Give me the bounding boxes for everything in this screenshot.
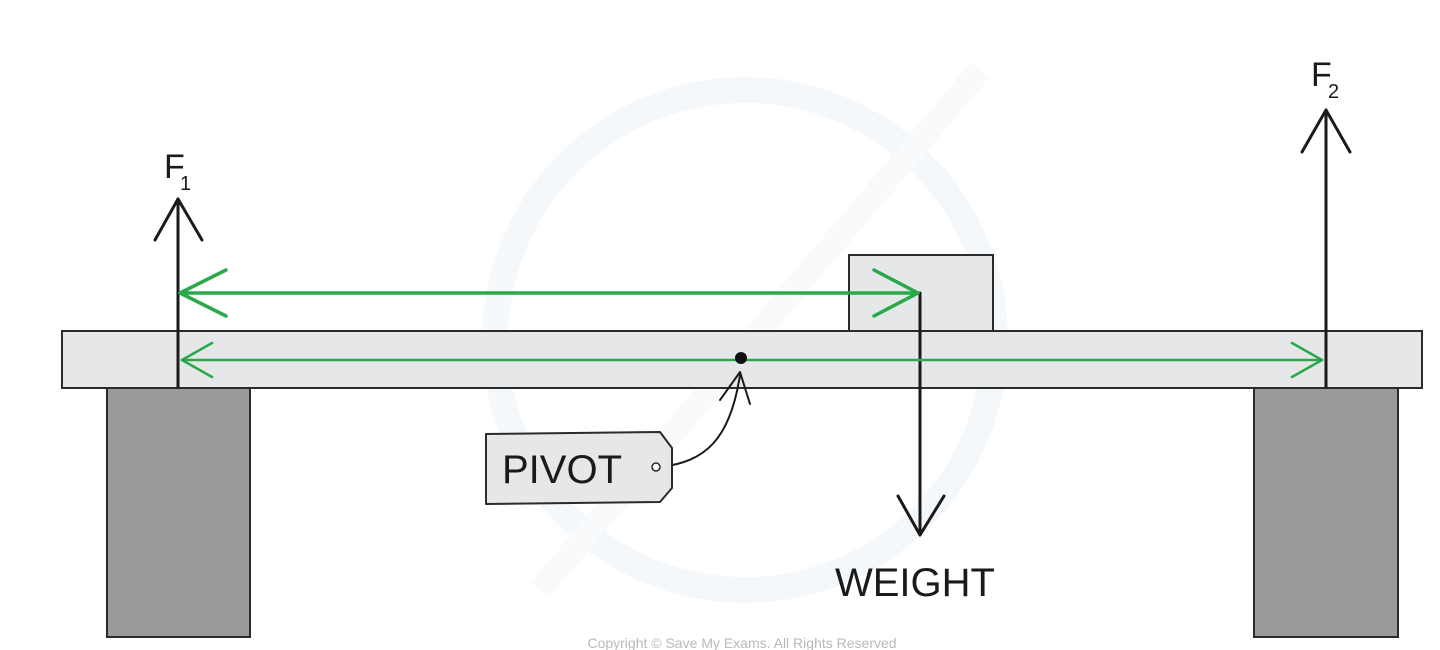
pivot-tag: PIVOT bbox=[485, 431, 673, 505]
pivot-label: PIVOT bbox=[502, 448, 622, 492]
force-f2-label: F 2 bbox=[1311, 56, 1339, 103]
weight-label: WEIGHT bbox=[835, 561, 995, 605]
force-f1-arrow bbox=[153, 197, 204, 389]
pivot-pointer bbox=[659, 371, 751, 468]
f1-subscript: 1 bbox=[180, 173, 191, 195]
weight-arrow bbox=[896, 291, 946, 537]
distance-arrow-f1-to-weight bbox=[178, 268, 920, 318]
left-support bbox=[106, 386, 251, 638]
right-support bbox=[1253, 386, 1399, 638]
copyright-text: Copyright © Save My Exams. All Rights Re… bbox=[587, 635, 896, 650]
f2-subscript: 2 bbox=[1328, 81, 1339, 103]
distance-arrow-f1-to-f2 bbox=[180, 341, 1324, 379]
pivot-point bbox=[735, 352, 747, 364]
force-f1-label: F 1 bbox=[164, 148, 191, 195]
f1-letter: F bbox=[164, 148, 185, 186]
f2-letter: F bbox=[1311, 56, 1332, 94]
force-f2-arrow bbox=[1300, 108, 1352, 389]
